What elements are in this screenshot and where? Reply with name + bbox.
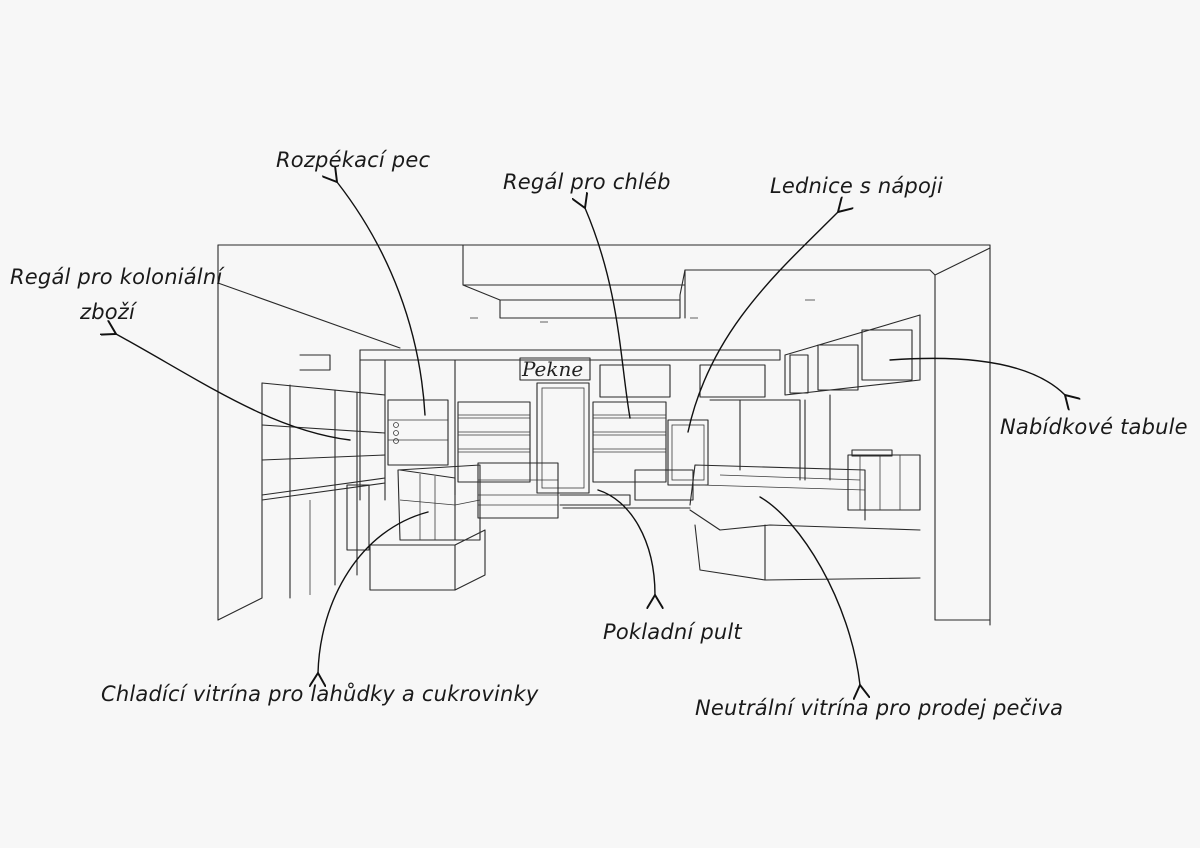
arrow-rozpekaci-pec xyxy=(337,182,426,416)
room-outline xyxy=(217,244,991,626)
arrow-regal-koloni xyxy=(116,334,351,441)
arrow-pokladni-pult xyxy=(597,489,655,595)
menu-boards xyxy=(784,314,921,481)
label-regal-koloni-2: zboží xyxy=(80,300,136,324)
label-neutralni-vitrina: Neutrální vitrína pro prodej pečiva xyxy=(695,696,1064,720)
label-rozpekaci-pec: Rozpékací pec xyxy=(276,148,431,172)
cash-counter xyxy=(559,469,694,509)
bakery-vitrine xyxy=(689,449,921,581)
svg-text:Pekne: Pekne xyxy=(521,357,583,381)
arrow-chladici-vitrina xyxy=(318,511,429,673)
label-chladici-vitrina: Chladící vitrína pro lahůdky a cukrovink… xyxy=(101,682,539,706)
annotation-arrows xyxy=(116,182,1065,685)
arrow-regal-chleb xyxy=(585,208,631,419)
label-regal-koloni-1: Regál pro koloniální xyxy=(10,265,223,289)
back-wall: Pekne xyxy=(299,349,801,501)
arrow-lednice xyxy=(687,212,838,433)
label-regal-chleb: Regál pro chléb xyxy=(503,170,671,194)
label-lednice: Lednice s nápoji xyxy=(770,174,944,198)
chilled-vitrine xyxy=(369,462,559,591)
arrow-nabidkove-tabule xyxy=(889,357,1065,395)
label-pokladni-pult: Pokladní pult xyxy=(603,620,742,644)
label-nabidkove-tabule: Nabídkové tabule xyxy=(1000,415,1188,439)
left-shelving xyxy=(261,382,386,599)
arrow-neutralni-vitrina xyxy=(759,496,860,685)
